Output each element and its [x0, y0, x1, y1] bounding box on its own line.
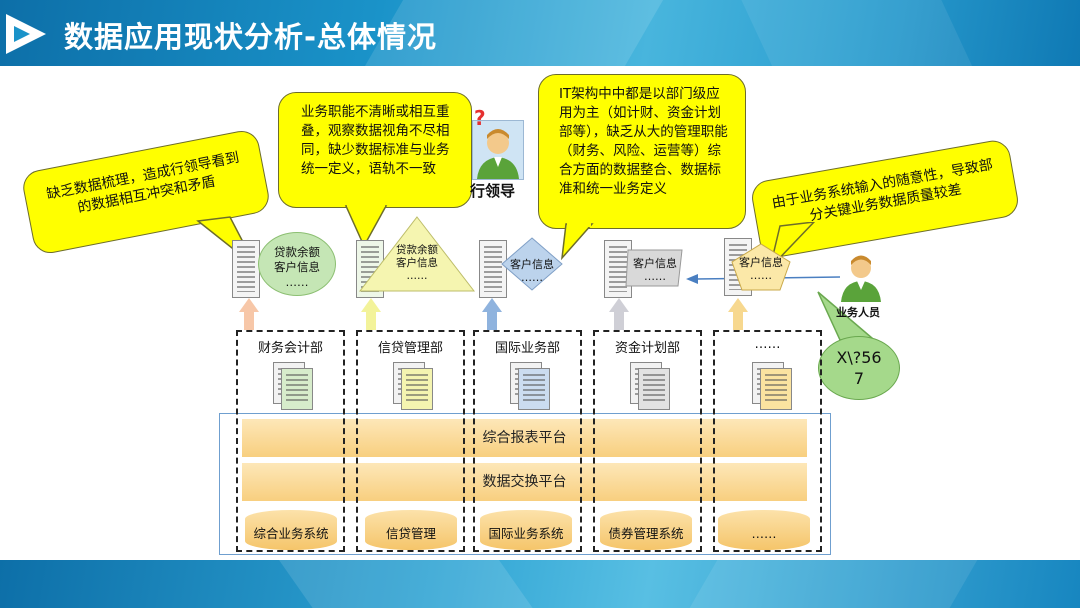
- header-banner: [0, 0, 1080, 66]
- up-arrow-icon: [487, 310, 497, 330]
- dept-box-credit: [356, 330, 465, 552]
- data-pentagon-other: [731, 243, 791, 291]
- callout-unclear-functions: 业务职能不清晰或相互重叠，观察数据视角不尽相同，缺少数据标准与业务统一定义，语轨…: [278, 92, 472, 208]
- leader-avatar: [472, 120, 524, 180]
- page-title: 数据应用现状分析-总体情况: [64, 20, 438, 54]
- dept-label: 信贷管理部: [377, 341, 443, 356]
- data-ellipse-finance: 贷款余额 客户信息 ……: [258, 232, 336, 296]
- shape-label: 客户信息: [510, 258, 554, 271]
- callout-text: 缺乏数据梳理，造成行领导看到的数据相互冲突和矛盾: [45, 149, 241, 217]
- system-label: 债券管理系统: [608, 526, 684, 541]
- callout-text: X\?56: [836, 348, 882, 367]
- document-stack-icon: [518, 368, 550, 410]
- callout-tail: [560, 222, 594, 261]
- dept-label: 资金计划部: [614, 341, 680, 356]
- data-triangle-credit: [358, 216, 476, 292]
- shape-label: 客户信息: [739, 256, 783, 269]
- logo-icon: [6, 14, 46, 54]
- callout-tail: [344, 200, 388, 248]
- document-stack-icon: [760, 368, 792, 410]
- system-database: 综合业务系统: [245, 510, 337, 550]
- dept-label: 财务会计部: [257, 341, 323, 356]
- report-document-icon: [604, 240, 632, 298]
- data-flag-fund: [625, 249, 683, 287]
- callout-garbled: X\?56 7: [818, 336, 900, 400]
- dept-label: 国际业务部: [494, 341, 560, 356]
- system-label: 信贷管理: [385, 526, 436, 541]
- data-diamond-international: [501, 237, 563, 291]
- document-stack-icon: [638, 368, 670, 410]
- shape-label: ……: [521, 271, 543, 284]
- dept-label: ……: [754, 337, 781, 352]
- document-stack-icon: [281, 368, 313, 410]
- callout-text: IT架构中中都是以部门级应用为主（如计财、资金计划部等），缺乏从大的管理职能（财…: [559, 86, 728, 197]
- shape-label: ……: [644, 270, 666, 283]
- shape-label: ……: [750, 269, 772, 282]
- exchange-platform-label: 数据交换平台: [482, 474, 567, 490]
- dept-box-international: [473, 330, 582, 552]
- shape-label: ……: [406, 270, 428, 282]
- up-arrow-icon: [244, 310, 254, 330]
- platform-container: [219, 413, 831, 555]
- leader-label: 行领导: [470, 182, 516, 200]
- dept-box-finance: [236, 330, 345, 552]
- report-platform-band: 综合报表平台: [242, 419, 807, 457]
- report-platform-label: 综合报表平台: [482, 430, 567, 446]
- staff-label: 业务人员: [836, 306, 880, 319]
- report-document-icon: [479, 240, 507, 298]
- callout-text: 由于业务系统输入的随意性，导致部分关键业务数据质量较差: [770, 156, 995, 225]
- footer-banner: [0, 560, 1080, 608]
- question-mark-icon: ?: [474, 106, 486, 130]
- system-database: 信贷管理: [365, 510, 457, 550]
- shape-label: 客户信息: [633, 257, 677, 270]
- system-label: 国际业务系统: [488, 526, 564, 541]
- system-label: 综合业务系统: [253, 526, 329, 541]
- callout-text: 7: [853, 369, 865, 388]
- shape-label: 贷款余额: [396, 244, 438, 256]
- up-arrow-icon: [366, 310, 376, 330]
- callout-text: 业务职能不清晰或相互重叠，观察数据视角不尽相同，缺少数据标准与业务统一定义，语轨…: [301, 104, 450, 177]
- up-arrow-icon: [733, 310, 743, 330]
- report-document-icon: [232, 240, 260, 298]
- document-stack-icon: [401, 368, 433, 410]
- dept-box-fund: [593, 330, 702, 552]
- exchange-platform-band: 数据交换平台: [242, 463, 807, 501]
- system-label: ……: [751, 526, 777, 541]
- staff-avatar: [838, 250, 884, 302]
- system-database: ……: [718, 510, 810, 550]
- system-database: 债券管理系统: [600, 510, 692, 550]
- system-database: 国际业务系统: [480, 510, 572, 550]
- up-arrow-icon: [614, 310, 624, 330]
- shape-label: 客户信息: [396, 257, 438, 269]
- callout-it-architecture: IT架构中中都是以部门级应用为主（如计财、资金计划部等），缺乏从大的管理职能（财…: [538, 74, 746, 229]
- dept-box-other: [713, 330, 822, 552]
